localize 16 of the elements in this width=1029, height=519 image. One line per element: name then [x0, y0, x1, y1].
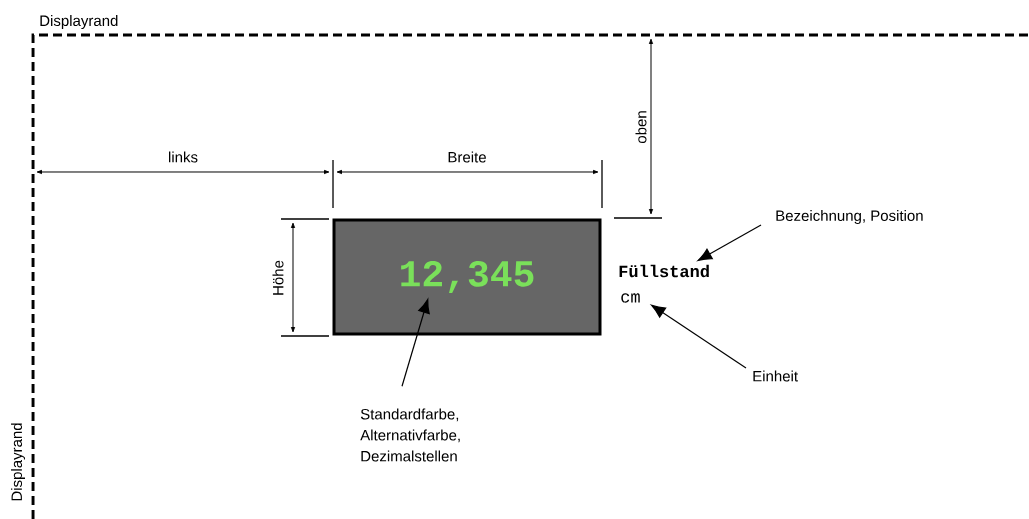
border-label: Displayrand [40, 15, 118, 29]
display-box [332, 218, 602, 336]
callout-arrow [401, 298, 430, 387]
callout-arrow [651, 304, 747, 369]
callout-text: Standardfarbe, Alternativfarbe, Dezimalstellen [360, 408, 460, 462]
callout-arrow [697, 224, 762, 262]
dimension-label: Höhe [272, 260, 284, 295]
dimension-label: Breite [448, 151, 486, 163]
field-name: Füllstand [619, 264, 709, 278]
callout-text: Einheit [753, 370, 798, 382]
dimension-label: links [169, 151, 198, 163]
dimension-label: oben [635, 111, 647, 144]
callout-text: Bezeichnung, Position [776, 210, 923, 224]
border-label: Displayrand [11, 423, 25, 501]
value-text: 12,345 [401, 260, 534, 294]
unit-text: cm [621, 293, 640, 303]
